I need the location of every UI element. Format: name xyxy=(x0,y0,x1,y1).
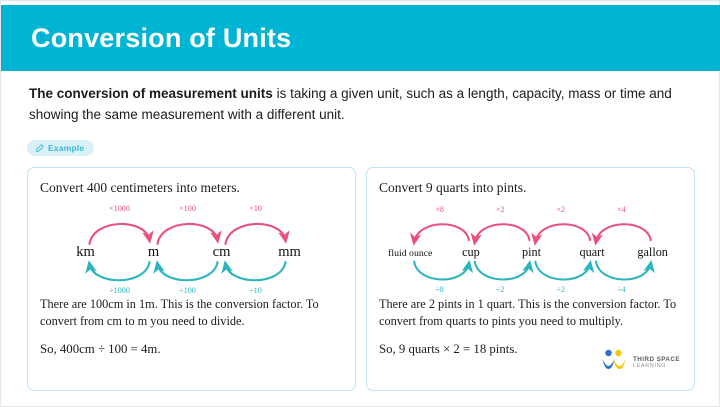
svg-text:cup: cup xyxy=(462,245,480,259)
example-card-2: Convert 9 quarts into pints. ×8 ×2 ×2 xyxy=(366,167,695,391)
example-question: Convert 400 centimeters into meters. xyxy=(40,180,240,195)
svg-text:quart: quart xyxy=(580,245,606,259)
svg-text:×10: ×10 xyxy=(249,204,262,213)
third-space-learning-mark-icon xyxy=(601,349,627,376)
example-answer: So, 400cm ÷ 100 = 4m. xyxy=(40,342,161,356)
svg-text:×1000: ×1000 xyxy=(109,204,130,213)
svg-text:÷8: ÷8 xyxy=(435,285,443,294)
brand-logo-line1: THIRD SPACE xyxy=(633,355,680,363)
example-badge-label: Example xyxy=(48,143,85,153)
svg-text:×2: ×2 xyxy=(557,205,566,214)
brand-logo-text: THIRD SPACE LEARNING xyxy=(633,356,680,369)
example-explanation: There are 100cm in 1m. This is the conve… xyxy=(40,297,319,328)
svg-text:÷10: ÷10 xyxy=(249,286,262,294)
brand-logo-line2: LEARNING xyxy=(633,362,667,369)
example-card-1: Convert 400 centimeters into meters. ×10… xyxy=(27,167,356,391)
capacity-conversion-diagram: ×8 ×2 ×2 ×4 fluid ounce cup pint quart g… xyxy=(379,198,682,294)
example-explanation: There are 2 pints in 1 quart. This is th… xyxy=(379,297,677,328)
svg-text:×8: ×8 xyxy=(435,205,444,214)
svg-text:÷2: ÷2 xyxy=(557,285,565,294)
example-answer: So, 9 quarts × 2 = 18 pints. xyxy=(379,342,518,356)
page-title: Conversion of Units xyxy=(31,22,292,53)
intro-bold-lead: The conversion of measurement units xyxy=(29,86,273,101)
intro-rest: is taking a given unit, such as a length… xyxy=(29,86,672,122)
example-question: Convert 9 quarts into pints. xyxy=(379,180,527,195)
brand-logo: THIRD SPACE LEARNING xyxy=(601,349,680,376)
examples-container: Convert 400 centimeters into meters. ×10… xyxy=(27,167,695,391)
svg-text:cm: cm xyxy=(213,244,231,260)
svg-text:÷2: ÷2 xyxy=(496,285,504,294)
svg-text:m: m xyxy=(148,244,160,260)
intro-paragraph: The conversion of measurement units is t… xyxy=(29,83,689,125)
svg-text:÷100: ÷100 xyxy=(179,286,196,294)
page-header: Conversion of Units xyxy=(1,5,720,71)
svg-text:×2: ×2 xyxy=(496,205,505,214)
svg-text:×4: ×4 xyxy=(617,205,626,214)
svg-text:fluid ounce: fluid ounce xyxy=(388,248,432,259)
metric-conversion-diagram: ×1000 ×100 ×10 km m cm mm xyxy=(40,198,343,294)
svg-text:km: km xyxy=(76,244,95,260)
svg-text:mm: mm xyxy=(278,244,301,260)
pencil-icon xyxy=(35,143,44,153)
svg-text:pint: pint xyxy=(522,245,542,259)
svg-text:×100: ×100 xyxy=(179,204,196,213)
svg-text:÷4: ÷4 xyxy=(617,285,625,294)
svg-text:÷1000: ÷1000 xyxy=(109,286,130,294)
svg-text:gallon: gallon xyxy=(637,245,668,259)
example-badge: Example xyxy=(27,140,95,156)
